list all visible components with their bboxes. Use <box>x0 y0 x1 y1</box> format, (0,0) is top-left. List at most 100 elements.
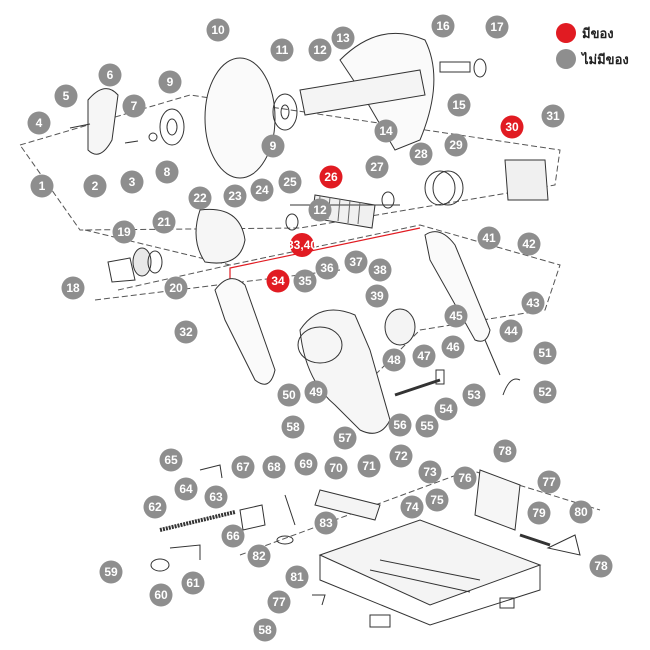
part-number-label: 6 <box>107 68 114 82</box>
part-badge-17: 17 <box>485 15 509 39</box>
part-badge-34: 34 <box>266 269 290 293</box>
part-badge-52: 52 <box>533 380 557 404</box>
part-badge-69: 69 <box>294 452 318 476</box>
part-badge-circle <box>253 618 277 642</box>
part-badge-70: 70 <box>324 456 348 480</box>
part-badge-28: 28 <box>409 142 433 166</box>
part-number-label: 83 <box>319 516 333 530</box>
part-number-label: 38 <box>373 263 387 277</box>
part-badge-circle <box>589 554 613 578</box>
part-badge-59: 59 <box>99 560 123 584</box>
part-badge-circle <box>462 383 486 407</box>
part-badge-30: 30 <box>500 115 524 139</box>
part-number-label: 16 <box>436 19 450 33</box>
part-badge-circle <box>441 335 465 359</box>
part-number-label: 43 <box>526 296 540 310</box>
part-badge-circle <box>277 383 301 407</box>
part-badge-53: 53 <box>462 383 486 407</box>
part-number-label: 22 <box>193 191 207 205</box>
part-badge-circle <box>368 258 392 282</box>
part-badge-7: 7 <box>122 94 146 118</box>
part-badge-56: 56 <box>388 413 412 437</box>
inner-flange <box>272 93 298 131</box>
part-number-label: 12 <box>313 203 327 217</box>
part-badge-circle <box>314 511 338 535</box>
in-stock-dot-icon <box>556 23 576 43</box>
part-badge-circle <box>500 115 524 139</box>
part-number-label: 71 <box>362 459 376 473</box>
part-badge-circle <box>181 571 205 595</box>
part-number-label: 47 <box>417 349 431 363</box>
part-badge-29: 29 <box>444 133 468 157</box>
part-number-label: 78 <box>594 559 608 573</box>
part-badge-circle <box>517 232 541 256</box>
vise-fence <box>474 469 521 531</box>
part-badge-circle <box>293 269 317 293</box>
part-badge-circle <box>493 439 517 463</box>
part-number-label: 68 <box>267 460 281 474</box>
part-badge-circle <box>533 380 557 404</box>
part-number-label: 29 <box>449 138 463 152</box>
part-badge-circle <box>388 413 412 437</box>
part-number-label: 72 <box>394 449 408 463</box>
part-number-label: 14 <box>379 124 393 138</box>
part-number-label: 62 <box>148 500 162 514</box>
part-number-label: 7 <box>131 99 138 113</box>
part-number-label: 46 <box>446 340 460 354</box>
part-number-label: 58 <box>286 420 300 434</box>
part-badge-circle <box>333 426 357 450</box>
part-badge-49: 49 <box>304 380 328 404</box>
part-badge-79: 79 <box>527 501 551 525</box>
part-badge-circle <box>223 184 247 208</box>
part-badge-circle <box>425 488 449 512</box>
part-number-label: 15 <box>452 98 466 112</box>
cutting-disc <box>204 57 276 179</box>
part-badge-61: 61 <box>181 571 205 595</box>
part-number-label: 59 <box>104 565 118 579</box>
part-badge-circle <box>444 133 468 157</box>
part-badge-23: 23 <box>223 184 247 208</box>
part-number-label: 82 <box>252 549 266 563</box>
part-badge-circle <box>159 448 183 472</box>
part-badge-1: 1 <box>30 174 54 198</box>
part-badge-35: 35 <box>293 269 317 293</box>
part-number-label: 37 <box>349 255 363 269</box>
part-badge-circle <box>158 70 182 94</box>
base-plate <box>318 519 542 606</box>
part-badge-circle <box>415 414 439 438</box>
part-badge-circle <box>308 198 332 222</box>
part-number-label: 20 <box>169 281 183 295</box>
part-badge-55: 55 <box>415 414 439 438</box>
part-badge-circle <box>365 155 389 179</box>
legend-out-of-stock: ไม่มีของ <box>556 46 646 72</box>
part-badge-circle <box>400 495 424 519</box>
part-number-label: 23 <box>228 189 242 203</box>
part-number-label: 35 <box>298 274 312 288</box>
part-number-label: 18 <box>66 281 80 295</box>
part-badge-circle <box>27 111 51 135</box>
part-badge-67: 67 <box>231 455 255 479</box>
part-badge-circle <box>99 560 123 584</box>
part-badge-41: 41 <box>477 226 501 250</box>
part-number-label: 80 <box>574 505 588 519</box>
part-badge-circle <box>389 444 413 468</box>
part-number-label: 61 <box>186 576 200 590</box>
part-number-label: 54 <box>439 402 453 416</box>
part-badge-73: 73 <box>418 460 442 484</box>
part-badge-circle <box>431 14 455 38</box>
part-badge-77: 77 <box>537 470 561 494</box>
part-number-label: 53 <box>467 388 481 402</box>
part-badge-76: 76 <box>453 466 477 490</box>
part-badge-circle <box>83 174 107 198</box>
part-badge-19: 19 <box>112 220 136 244</box>
part-badge-36: 36 <box>315 256 339 280</box>
part-badge-14: 14 <box>374 119 398 143</box>
part-badge-circle <box>447 93 471 117</box>
part-badge-54: 54 <box>434 397 458 421</box>
part-badge-circle <box>444 304 468 328</box>
part-badge-26: 26 <box>319 165 343 189</box>
part-badge-circle <box>477 226 501 250</box>
legend-out-of-stock-label: ไม่มีของ <box>582 52 629 68</box>
part-badge-circle <box>221 524 245 548</box>
